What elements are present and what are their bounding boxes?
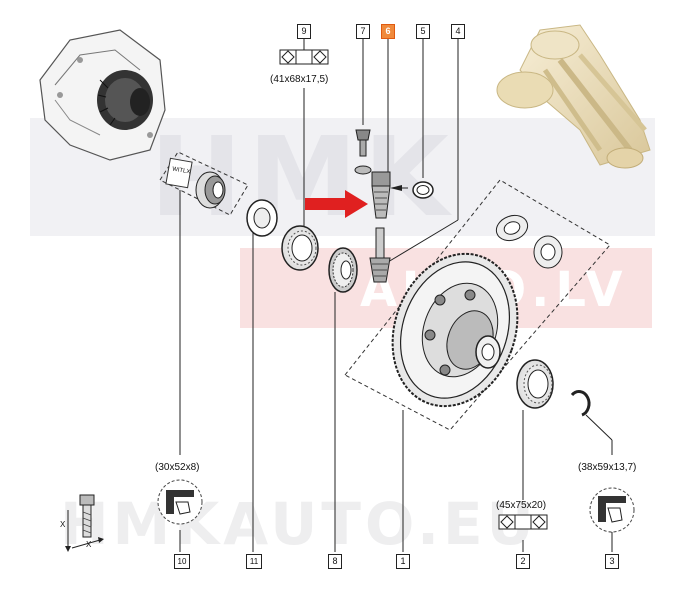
bolt-7 — [354, 129, 372, 175]
bearing-9 — [281, 225, 319, 271]
dimension-seal-3: (38x59x13,7) — [578, 462, 637, 473]
leader-lines — [179, 38, 613, 552]
callout-7: 7 — [356, 24, 370, 39]
circlip-3 — [570, 390, 591, 417]
bolt-axis-diagram — [65, 494, 104, 552]
callout-10: 10 — [174, 554, 190, 569]
seal-detail-3 — [589, 487, 635, 533]
callout-2: 2 — [516, 554, 530, 569]
dimension-seal-10: (30x52x8) — [155, 462, 200, 473]
gear-8 — [328, 247, 358, 293]
callout-3: 3 — [605, 554, 619, 569]
callout-4: 4 — [451, 24, 465, 39]
callout-5: 5 — [416, 24, 430, 39]
pinion-gear-4 — [369, 227, 391, 283]
oil-seal-11 — [246, 199, 278, 237]
seal-kit-illustration — [165, 157, 226, 209]
speedometer-drive-gear-6 — [371, 171, 408, 219]
axis-label-x-vertical: X — [60, 520, 66, 529]
bearing-2 — [516, 359, 554, 409]
axis-label-x-horizontal: X — [86, 540, 92, 549]
callout-9: 9 — [297, 24, 311, 39]
highlight-arrow — [305, 190, 368, 218]
callout-8: 8 — [328, 554, 342, 569]
dimension-bearing-2: (45x75x20) — [496, 500, 547, 511]
watermark-bottom-text: HMKAUTO.EU — [60, 490, 538, 558]
callout-1: 1 — [396, 554, 410, 569]
gearbox-housing-illustration — [39, 29, 166, 161]
plastic-adapter-photo — [496, 24, 651, 169]
differential-ring-gear-1 — [391, 252, 519, 408]
callout-11: 11 — [246, 554, 262, 569]
bearing-symbol-2 — [498, 514, 548, 530]
o-ring-5 — [412, 181, 434, 199]
callout-6-highlighted: 6 — [381, 24, 395, 39]
thrust-washer-pair — [495, 214, 563, 269]
dimension-bearing-9: (41x68x17,5) — [270, 74, 329, 85]
differential-dashed-box — [344, 179, 611, 431]
seal-detail-10 — [157, 479, 203, 525]
bearing-symbol-9 — [279, 49, 329, 65]
